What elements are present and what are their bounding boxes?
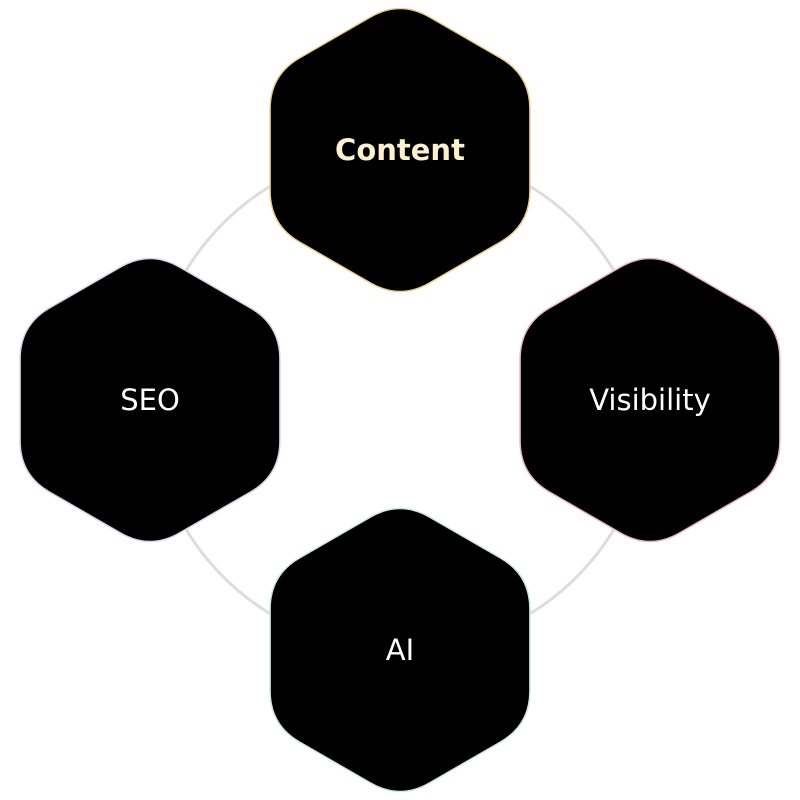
- node-label-ai: AI: [386, 633, 414, 667]
- node-ai: AI: [269, 507, 531, 793]
- node-content: Content: [269, 7, 531, 293]
- node-visibility: Visibility: [519, 257, 781, 543]
- node-label-visibility: Visibility: [589, 383, 711, 417]
- hexagon-seo: [19, 257, 281, 543]
- node-label-seo: SEO: [120, 383, 180, 417]
- hexagon-content: [269, 7, 531, 293]
- hexagon-ai: [269, 507, 531, 793]
- node-label-content: Content: [335, 133, 465, 167]
- node-seo: SEO: [19, 257, 281, 543]
- hexagon-visibility: [519, 257, 781, 543]
